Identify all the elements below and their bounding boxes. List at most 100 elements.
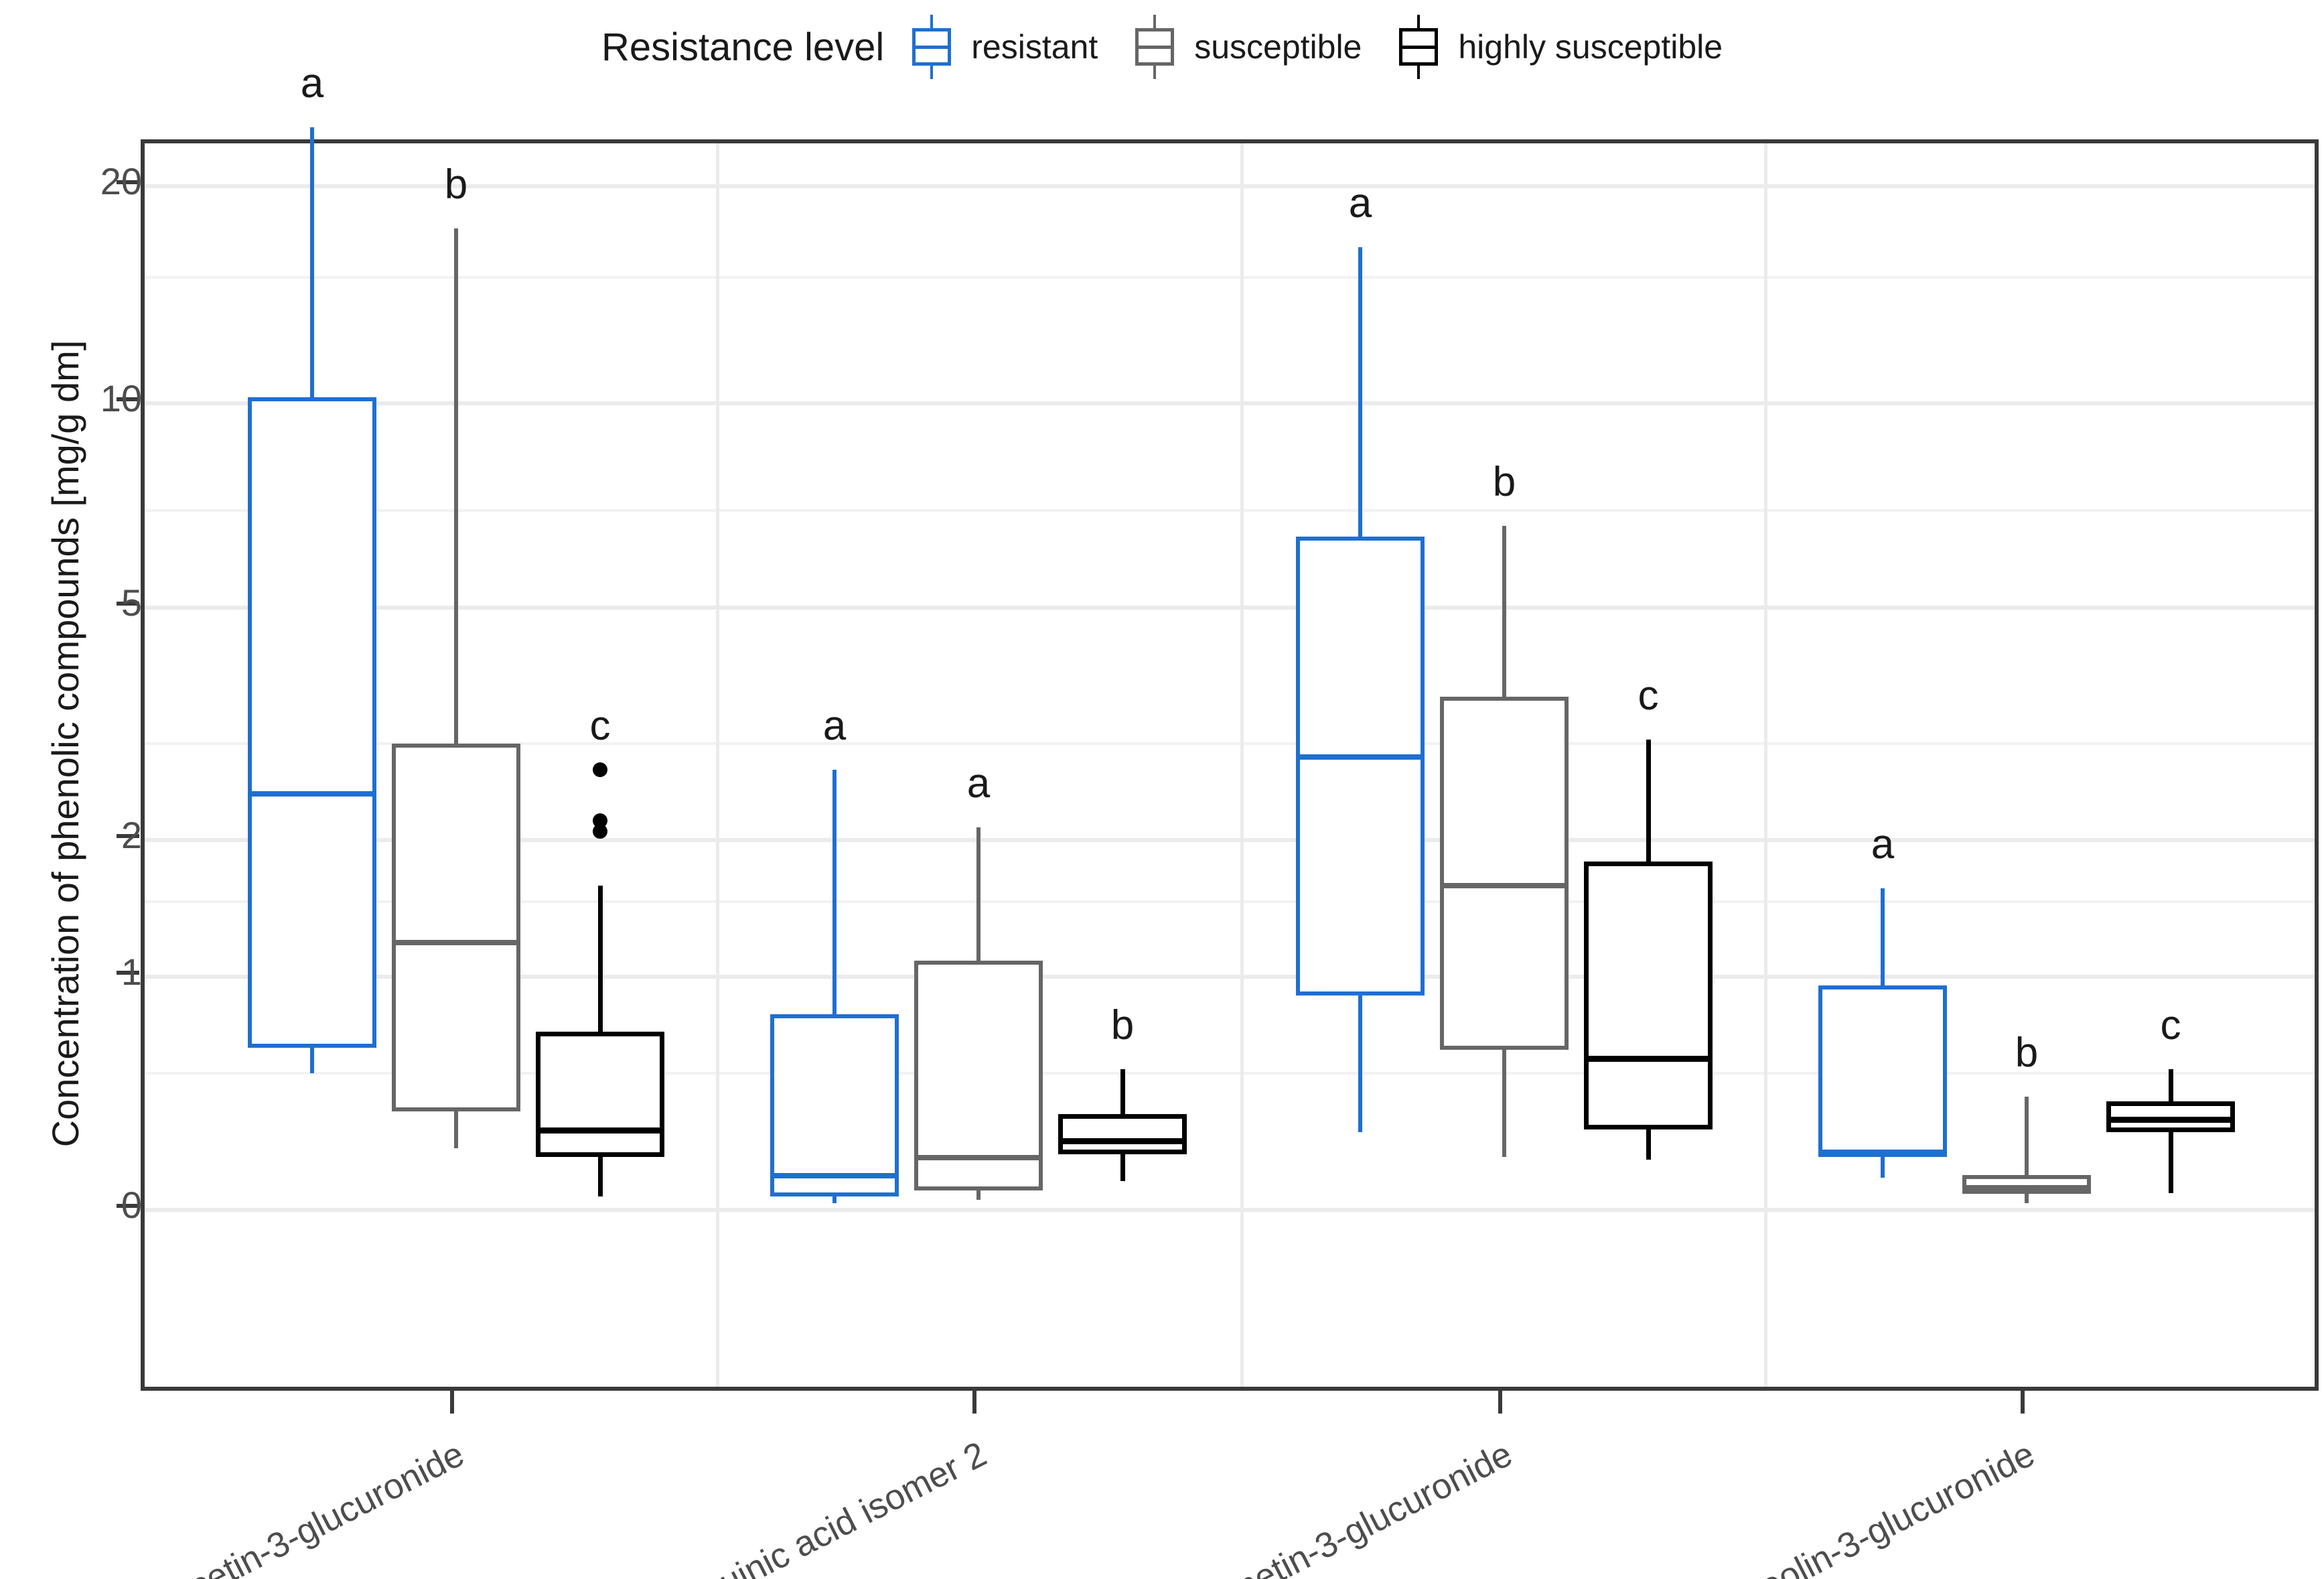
whisker-upper xyxy=(597,886,603,1032)
whisker-upper xyxy=(1881,888,1885,985)
boxplot-key-icon-susceptible xyxy=(1130,15,1179,79)
boxplot-highly-susceptible[interactable] xyxy=(145,143,2315,1387)
gridline-major-horizontal xyxy=(145,605,2315,610)
whisker-lower xyxy=(2168,1131,2173,1194)
boxplot-susceptible[interactable] xyxy=(145,143,2315,1387)
whisker-lower xyxy=(2025,1193,2029,1204)
x-axis-tick-mark xyxy=(972,1391,976,1414)
whisker-lower xyxy=(1502,1049,1506,1158)
legend-title: Resistance level xyxy=(601,25,885,69)
y-axis-tick-mark xyxy=(117,834,139,839)
whisker-upper xyxy=(1358,247,1362,537)
x-axis-tick-mark xyxy=(2021,1391,2025,1414)
whisker-upper xyxy=(1502,525,1506,697)
y-axis-tick-label: 5 xyxy=(121,581,142,624)
whisker-upper xyxy=(454,228,458,744)
legend-item-resistant[interactable]: resistant xyxy=(907,15,1098,79)
significance-letter: a xyxy=(822,703,847,750)
significance-letter: a xyxy=(966,760,991,807)
y-axis-tick-mark xyxy=(117,971,139,975)
significance-letter: c xyxy=(589,703,611,750)
y-axis-title: Concentration of phenolic compounds [mg/… xyxy=(44,340,86,1148)
median-line xyxy=(914,1155,1043,1161)
outlier-point xyxy=(593,762,607,778)
boxplot-resistant[interactable] xyxy=(145,143,2315,1387)
boxplot-resistant[interactable] xyxy=(145,127,2315,1387)
y-axis-tick-label: 1 xyxy=(121,951,142,993)
gridline-major-horizontal xyxy=(145,1208,2315,1212)
whisker-upper xyxy=(2025,1097,2029,1175)
legend-item-highly-susceptible[interactable]: highly susceptible xyxy=(1394,15,1723,79)
y-axis-tick-label: 2 xyxy=(121,814,142,857)
whisker-upper xyxy=(2168,1069,2173,1102)
y-axis-tick-label: 10 xyxy=(100,377,142,420)
whisker-lower xyxy=(976,1190,981,1200)
significance-letter: a xyxy=(300,60,324,107)
significance-letter: a xyxy=(1871,821,1895,868)
y-axis-tick-mark xyxy=(117,601,139,606)
significance-letter: b xyxy=(1492,458,1516,505)
gridline-major-vertical xyxy=(1764,143,1767,1387)
median-line xyxy=(1584,1056,1713,1062)
median-line xyxy=(1818,1149,1947,1155)
boxplot-susceptible[interactable] xyxy=(145,143,2315,1387)
legend-item-susceptible[interactable]: susceptible xyxy=(1130,15,1362,79)
iqr-box xyxy=(1584,861,1713,1129)
significance-letter: b xyxy=(1110,1002,1135,1048)
iqr-box xyxy=(770,1014,899,1197)
whisker-lower xyxy=(597,1157,603,1197)
x-axis-tick-label: Acacetin-3-glucuronide xyxy=(129,1434,471,1579)
whisker-lower xyxy=(454,1111,458,1149)
legend-label-resistant: resistant xyxy=(971,28,1098,66)
y-axis-tick-mark xyxy=(117,180,139,184)
outlier-point xyxy=(593,813,607,829)
whisker-upper xyxy=(832,770,837,1014)
gridline-major-horizontal xyxy=(145,975,2315,979)
iqr-box xyxy=(914,960,1043,1190)
significance-letter: c xyxy=(1638,672,1659,719)
gridline-minor-horizontal xyxy=(145,1072,2315,1075)
y-axis-tick-label: 0 xyxy=(121,1184,142,1226)
median-line xyxy=(1440,882,1569,888)
gridline-major-horizontal xyxy=(145,401,2315,406)
gridline-minor-horizontal xyxy=(145,509,2315,512)
significance-letter: b xyxy=(444,161,468,208)
legend-label-highly-susceptible: highly susceptible xyxy=(1458,28,1723,66)
iqr-box xyxy=(1058,1113,1187,1154)
boxplot-highly-susceptible[interactable] xyxy=(145,143,2315,1387)
boxplot-resistant[interactable] xyxy=(145,143,2315,1387)
whisker-lower xyxy=(1881,1157,1885,1178)
whisker-upper xyxy=(976,827,981,961)
median-line xyxy=(1058,1138,1187,1144)
x-axis-tick-mark xyxy=(1498,1391,1502,1414)
boxplot-key-icon-highly-susceptible xyxy=(1394,15,1443,79)
boxplot-resistant[interactable] xyxy=(145,143,2315,1387)
whisker-lower xyxy=(1646,1129,1651,1160)
iqr-box xyxy=(1818,985,1947,1158)
boxplot-susceptible[interactable] xyxy=(145,143,2315,1387)
median-line xyxy=(1962,1185,2091,1191)
whisker-lower xyxy=(832,1196,837,1204)
median-line xyxy=(536,1127,664,1134)
boxplot-highly-susceptible[interactable] xyxy=(145,143,2315,1387)
median-line xyxy=(1296,754,1425,760)
whisker-upper xyxy=(1646,739,1651,862)
median-line xyxy=(2106,1116,2235,1123)
gridline-minor-horizontal xyxy=(145,900,2315,904)
whisker-upper xyxy=(1120,1069,1125,1114)
y-axis-tick-label: 20 xyxy=(100,159,142,202)
iqr-box xyxy=(536,1031,664,1158)
boxplot-highly-susceptible[interactable] xyxy=(145,143,2315,1387)
iqr-box xyxy=(392,744,520,1112)
boxplot-susceptible[interactable] xyxy=(145,143,2315,1387)
significance-letter: b xyxy=(2015,1030,2039,1077)
gridline-minor-horizontal xyxy=(145,742,2315,746)
whisker-lower xyxy=(1358,996,1362,1132)
iqr-box xyxy=(248,397,376,1048)
significance-letter: a xyxy=(1348,180,1372,227)
median-line xyxy=(248,791,376,797)
y-axis-tick-mark xyxy=(117,1204,139,1208)
